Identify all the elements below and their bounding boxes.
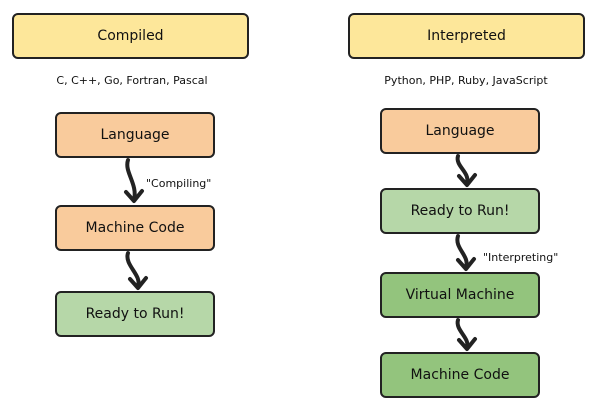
arrow-interp-2 [455, 234, 469, 269]
interpreted-header: Interpreted [348, 13, 585, 59]
arrowhead-interp-1 [457, 173, 477, 187]
compiled-step-machine-code: Machine Code [55, 205, 215, 251]
arrow-compiled-1 [125, 158, 137, 202]
interpreted-step-ready: Ready to Run! [380, 188, 540, 234]
arrowhead-interp-2 [456, 257, 476, 271]
arrowhead-compiled-1 [124, 189, 144, 203]
interpreted-step-ready-label: Ready to Run! [410, 203, 510, 219]
interpreted-examples: Python, PHP, Ruby, JavaScript [384, 74, 548, 87]
arrow-interp-3 [455, 318, 470, 349]
compiled-step-ready-label: Ready to Run! [85, 306, 185, 322]
interpreted-step-language-label: Language [425, 123, 495, 139]
arrowhead-interp-3 [457, 337, 477, 351]
interpreted-edge-label: "Interpreting" [483, 251, 559, 264]
arrow-compiled-2 [125, 251, 141, 288]
compiled-edge-label: "Compiling" [146, 177, 212, 190]
interpreted-step-machine-code-label: Machine Code [410, 367, 510, 383]
interpreted-header-label: Interpreted [427, 28, 506, 44]
arrow-interp-1 [455, 154, 470, 185]
interpreted-step-virtual-machine: Virtual Machine [380, 272, 540, 318]
interpreted-step-virtual-machine-label: Virtual Machine [405, 287, 515, 303]
compiled-step-ready: Ready to Run! [55, 291, 215, 337]
compiled-step-language-label: Language [100, 127, 170, 143]
interpreted-step-language: Language [380, 108, 540, 154]
compiled-header: Compiled [12, 13, 249, 59]
compiled-header-label: Compiled [97, 28, 164, 44]
compiled-examples: C, C++, Go, Fortran, Pascal [56, 74, 208, 87]
interpreted-step-machine-code: Machine Code [380, 352, 540, 398]
arrowhead-compiled-2 [128, 276, 148, 290]
compiled-step-language: Language [55, 112, 215, 158]
compiled-step-machine-code-label: Machine Code [85, 220, 185, 236]
